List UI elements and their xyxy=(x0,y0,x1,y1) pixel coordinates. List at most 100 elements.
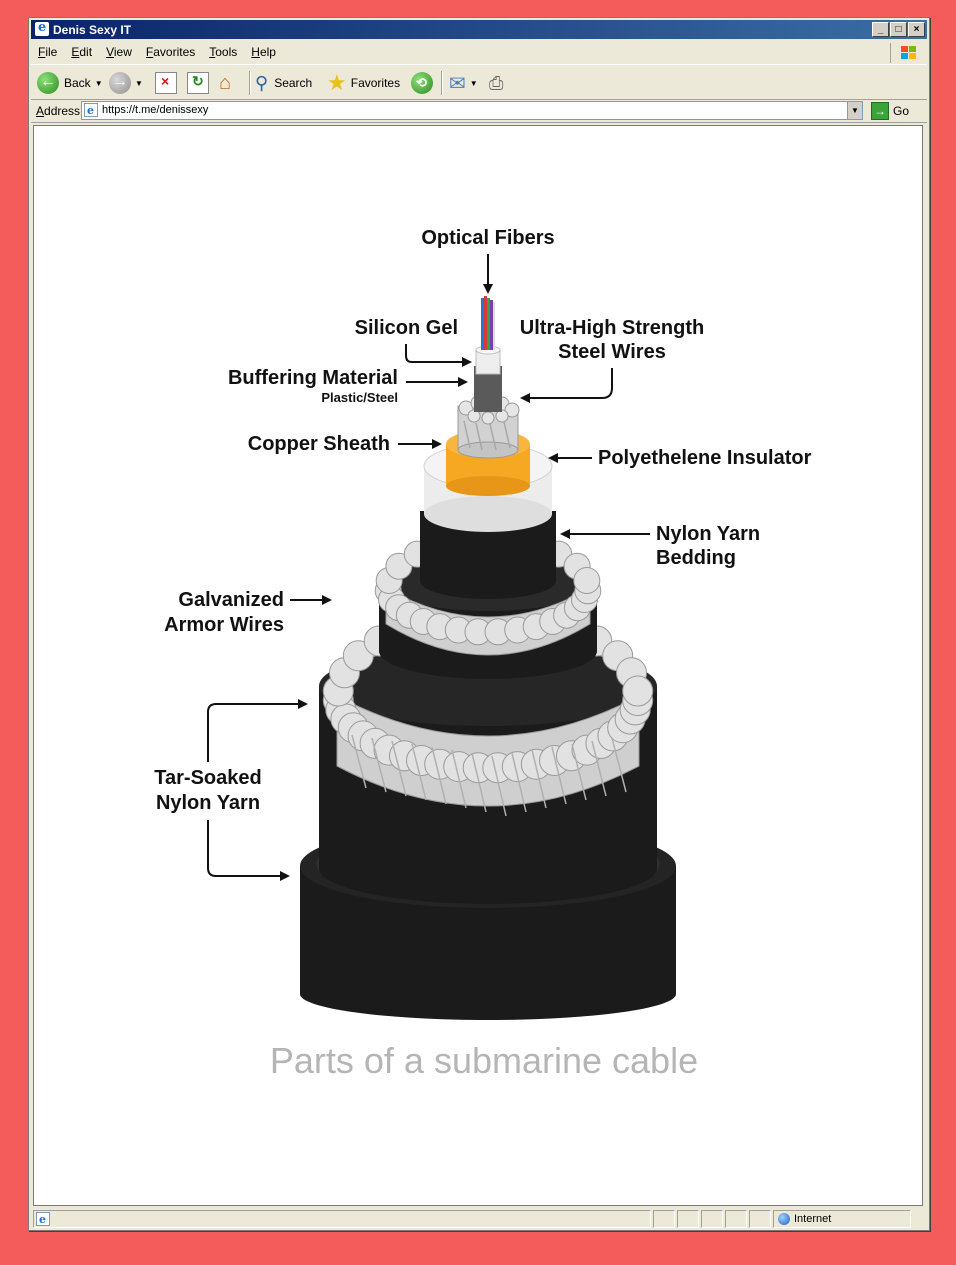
stop-icon: × xyxy=(155,72,177,94)
refresh-icon: ↻ xyxy=(187,72,209,94)
favorites-label: Favorites xyxy=(350,76,401,90)
svg-text:e: e xyxy=(39,1213,46,1226)
buffering-material xyxy=(474,345,502,412)
wire-stripe xyxy=(371,737,387,793)
home-button[interactable]: ⌂ xyxy=(219,71,231,95)
menu-favorites[interactable]: Favorites xyxy=(145,45,196,59)
address-label: Address xyxy=(36,104,81,118)
svg-text:e: e xyxy=(87,104,94,117)
status-zone: Internet xyxy=(773,1210,911,1228)
go-button[interactable]: → Go xyxy=(871,102,909,120)
wire-stripe xyxy=(551,746,567,805)
page-content[interactable]: Optical Fibers Silicon Gel Ultra-High St… xyxy=(33,125,923,1206)
wire-stripe xyxy=(491,755,507,817)
armor-wire xyxy=(573,567,601,594)
windows-flag-icon xyxy=(901,46,917,60)
wire-stripe xyxy=(611,737,627,793)
label-galvanized-2: Armor Wires xyxy=(164,614,284,636)
globe-icon xyxy=(778,1213,790,1226)
status-cell-4 xyxy=(725,1210,747,1228)
refresh-button[interactable]: ↻ xyxy=(187,71,209,95)
status-text-cell: e xyxy=(33,1210,651,1228)
wire-stripe xyxy=(591,740,607,797)
forward-button[interactable]: → ▼ xyxy=(109,71,143,95)
close-button[interactable]: × xyxy=(908,22,925,37)
label-galvanized-1: Galvanized xyxy=(178,589,284,611)
wire-stripe xyxy=(451,749,467,809)
toolbar: ← Back ▼ → ▼ × ↻ ⌂ ⚲ Search ★ Favorites … xyxy=(31,64,927,100)
search-label: Search xyxy=(274,76,313,90)
history-button[interactable]: ⟲ xyxy=(411,71,433,95)
forward-dropdown-icon[interactable]: ▼ xyxy=(135,78,143,88)
status-cell-2 xyxy=(677,1210,699,1228)
back-label: Back xyxy=(64,76,91,90)
menu-view[interactable]: View xyxy=(106,45,132,59)
status-cell-1 xyxy=(653,1210,675,1228)
menu-file[interactable]: File xyxy=(38,45,58,59)
mail-icon: ✉ xyxy=(449,72,466,95)
back-button[interactable]: ← Back ▼ xyxy=(37,71,103,95)
mail-dropdown-icon[interactable]: ▼ xyxy=(469,78,478,88)
label-buffering-sub: Plastic/Steel xyxy=(321,390,398,405)
address-dropdown-icon[interactable]: ▼ xyxy=(847,102,862,119)
submarine-cable-diagram: Optical Fibers Silicon Gel Ultra-High St… xyxy=(154,227,812,1081)
minimize-button[interactable]: _ xyxy=(872,22,889,37)
back-arrow-icon: ← xyxy=(37,72,59,94)
go-arrow-icon: → xyxy=(871,102,889,120)
arrow-silicon-gel xyxy=(405,344,472,367)
favorites-button[interactable]: ★ Favorites xyxy=(327,70,401,95)
status-cell-3 xyxy=(701,1210,723,1228)
search-button[interactable]: ⚲ Search xyxy=(255,71,312,95)
label-tar-2: Nylon Yarn xyxy=(156,792,260,814)
wire-stripe xyxy=(511,752,527,813)
status-page-icon: e xyxy=(36,1212,50,1226)
search-icon: ⚲ xyxy=(255,72,269,93)
label-steel-wires-2: Steel Wires xyxy=(558,341,666,363)
history-icon: ⟲ xyxy=(411,72,433,94)
label-silicon-gel: Silicon Gel xyxy=(355,317,458,339)
star-icon: ★ xyxy=(327,70,347,95)
go-label: Go xyxy=(893,104,910,118)
back-dropdown-icon[interactable]: ▼ xyxy=(94,78,103,88)
browser-window: Denis Sexy IT _□× FileEditViewFavoritesT… xyxy=(28,17,930,1231)
home-icon: ⌂ xyxy=(219,71,232,94)
page-icon: e xyxy=(84,103,98,117)
address-url: https://t.me/denissexy xyxy=(102,104,209,116)
diagram-caption: Parts of a submarine cable xyxy=(270,1040,698,1081)
label-nylon-bedding-2: Bedding xyxy=(656,547,736,569)
label-copper: Copper Sheath xyxy=(248,433,390,455)
stop-button[interactable]: × xyxy=(155,71,177,95)
menu-tools[interactable]: Tools xyxy=(209,45,238,59)
printer-icon: ⎙ xyxy=(489,72,504,93)
wire-stripe xyxy=(411,743,427,801)
status-bar: e Internet xyxy=(31,1208,927,1228)
label-optical-fibers: Optical Fibers xyxy=(421,227,554,249)
status-zone-label: Internet xyxy=(794,1213,832,1225)
label-polyethelene: Polyethelene Insulator xyxy=(598,447,812,469)
arrow-tar-lower xyxy=(207,820,290,881)
arrow-steel-wires xyxy=(520,368,613,403)
label-buffering: Buffering Material xyxy=(228,367,398,389)
mail-button[interactable]: ✉ ▼ xyxy=(449,71,478,95)
wire-stripe xyxy=(391,740,407,797)
armor-wire xyxy=(622,675,654,707)
arrow-tar-upper xyxy=(207,699,308,762)
optical-fibers xyxy=(481,296,495,350)
maximize-button[interactable]: □ xyxy=(890,22,907,37)
wire-stripe xyxy=(431,746,447,805)
menu-edit[interactable]: Edit xyxy=(71,45,93,59)
status-cell-5 xyxy=(749,1210,771,1228)
wire-stripe xyxy=(571,743,587,801)
address-bar: Address e https://t.me/denissexy ▼ → Go xyxy=(31,100,927,123)
windows-logo xyxy=(890,43,925,63)
address-input[interactable]: e https://t.me/denissexy ▼ xyxy=(81,101,863,120)
wire-stripe xyxy=(351,734,367,789)
label-tar-1: Tar-Soaked xyxy=(154,767,261,789)
title-bar[interactable]: Denis Sexy IT _□× xyxy=(31,20,927,39)
ie-app-icon xyxy=(35,20,49,36)
print-button[interactable]: ⎙ xyxy=(489,71,503,95)
window-title: Denis Sexy IT xyxy=(53,23,132,37)
forward-arrow-icon: → xyxy=(109,72,131,94)
menu-help[interactable]: Help xyxy=(251,45,276,59)
label-steel-wires-1: Ultra-High Strength xyxy=(520,317,704,339)
